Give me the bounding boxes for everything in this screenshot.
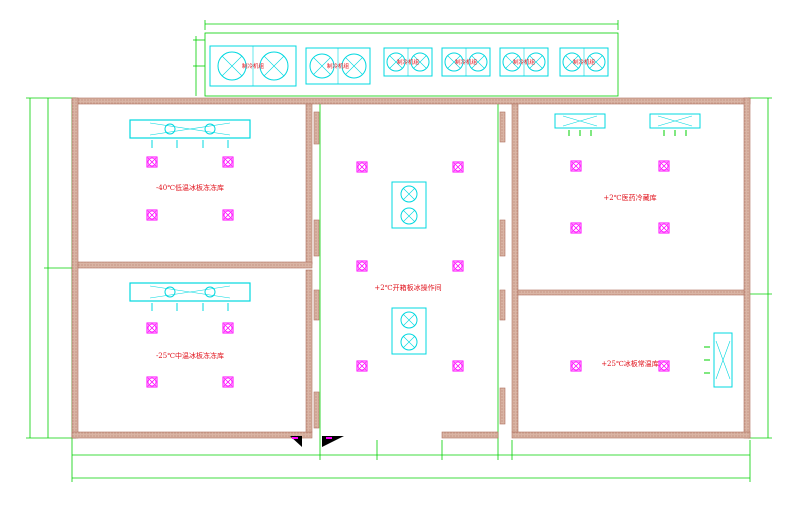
evaporator-unit-icon <box>391 181 427 229</box>
room-label-b: -25℃中温冰板冻冻库 <box>156 351 224 360</box>
lamp-icon <box>452 260 464 272</box>
fan-icon <box>468 52 488 72</box>
lamp-icon <box>222 156 234 168</box>
room-labels: -40℃低温冰板冻冻库 -25℃中温冰板冻冻库 +2℃开箱板冰操作间 +2℃医药… <box>156 183 659 368</box>
fan-icon <box>217 51 247 81</box>
condensing-unit: 制冷机组 <box>499 47 549 77</box>
condensing-unit-label: 制冷机组 <box>397 58 420 66</box>
condensing-unit: 制冷机组 <box>305 47 371 85</box>
lamp-icon <box>570 160 582 172</box>
evaporators <box>129 113 733 388</box>
condensing-unit: 制冷机组 <box>559 47 609 77</box>
lamp-icon <box>146 156 158 168</box>
fan-icon <box>386 52 406 72</box>
evaporator-unit-icon <box>129 119 251 148</box>
lamp-group <box>146 156 670 388</box>
lamp-icon <box>222 376 234 388</box>
condensing-unit-label: 制冷机组 <box>242 62 265 70</box>
room-label-a: -40℃低温冰板冻冻库 <box>156 183 224 192</box>
lamp-icon <box>222 322 234 334</box>
fan-icon <box>259 51 289 81</box>
fan-icon <box>444 52 464 72</box>
condensing-unit: 制冷机组 <box>383 47 433 77</box>
evaporator-unit-icon <box>129 282 251 311</box>
condensing-unit: 制冷机组 <box>209 45 297 87</box>
room-label-d: +2℃医药冷藏库 <box>603 193 656 202</box>
fan-icon <box>586 52 606 72</box>
evaporator-unit-icon <box>554 113 606 136</box>
lamp-icon <box>356 360 368 372</box>
fan-icon <box>410 52 430 72</box>
evaporator-unit-icon <box>649 113 701 136</box>
condensing-unit-label: 制冷机组 <box>455 58 478 66</box>
lamp-icon <box>658 222 670 234</box>
lamp-icon <box>146 209 158 221</box>
lamp-icon <box>570 360 582 372</box>
lamp-icon <box>658 160 670 172</box>
room-label-c: +2℃开箱板冰操作间 <box>374 283 441 292</box>
lamp-icon <box>146 322 158 334</box>
doors <box>290 436 344 447</box>
fan-icon <box>502 52 522 72</box>
lamp-icon <box>356 260 368 272</box>
evaporator-unit-icon <box>704 332 733 388</box>
dimension-lines <box>26 20 772 482</box>
door-swing-right <box>322 436 344 447</box>
condensing-unit-label: 制冷机组 <box>513 58 536 66</box>
evaporator-unit-icon <box>391 307 427 355</box>
condensing-unit-group: 制冷机组 制冷机组 制冷机组 制冷机组 制冷机组 <box>209 45 609 87</box>
lamp-icon <box>570 222 582 234</box>
condensing-unit: 制冷机组 <box>441 47 491 77</box>
lamp-icon <box>356 161 368 173</box>
lamp-icon <box>658 360 670 372</box>
lamp-icon <box>222 209 234 221</box>
fan-icon <box>309 53 335 79</box>
room-label-e: +25℃冰板常温库 <box>601 359 659 368</box>
condensing-unit-label: 制冷机组 <box>573 58 596 66</box>
fan-icon <box>526 52 546 72</box>
lamp-icon <box>452 360 464 372</box>
fan-icon <box>562 52 582 72</box>
lamp-icon <box>146 376 158 388</box>
condensing-unit-label: 制冷机组 <box>327 62 350 70</box>
lamp-icon <box>452 161 464 173</box>
fan-icon <box>341 53 367 79</box>
walls <box>71 97 751 439</box>
